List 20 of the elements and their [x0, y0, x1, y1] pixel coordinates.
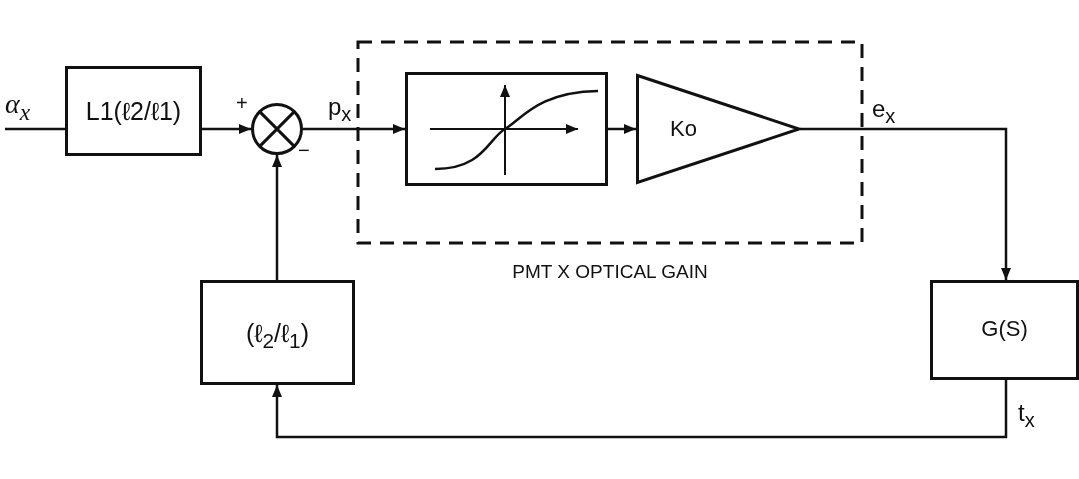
signal-arrow [202, 124, 251, 134]
signal-arrow [608, 124, 636, 134]
transfer-function: G(S) [980, 318, 1029, 340]
gain-amplifier [636, 74, 800, 184]
transfer-function: L1(ℓ2/ℓ1) [84, 99, 183, 124]
signal-arrow [272, 380, 1008, 439]
sign-label: + [236, 93, 248, 113]
summing-junction [251, 103, 303, 155]
block-box [200, 280, 355, 385]
sign-label: − [298, 140, 310, 160]
block-box [405, 72, 608, 186]
transfer-function: (ℓ$_{2}$/ℓ$_{1}$) [245, 320, 310, 352]
signal-arrow [272, 155, 282, 280]
signal-arrow [800, 127, 1011, 280]
signal-arrow [303, 124, 405, 134]
gain-label: Ko [670, 118, 697, 140]
group-label: PMT X OPTICAL GAIN [511, 262, 709, 281]
block-box [65, 66, 202, 156]
block-box [930, 280, 1079, 380]
signal-label: α$_{x}$ [5, 90, 31, 124]
